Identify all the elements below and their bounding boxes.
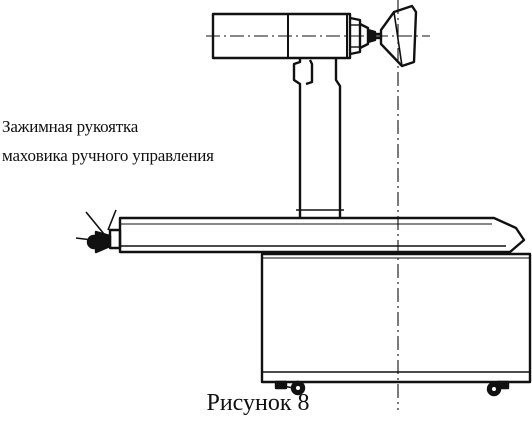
callout-line-2: маховика ручного управления xyxy=(2,146,214,165)
column xyxy=(292,58,344,218)
caster-right xyxy=(486,380,510,397)
figure-caption-text: Рисунок 8 xyxy=(206,390,310,416)
callout-line-1: Зажимная рукоятка xyxy=(2,117,139,136)
base-cabinet xyxy=(260,252,532,384)
caster-left xyxy=(274,380,306,396)
handwheel xyxy=(75,209,122,254)
table xyxy=(118,216,526,254)
grinding-wheel xyxy=(379,4,418,68)
figure-caption: Рисунок 8 xyxy=(0,390,532,417)
centre-lines xyxy=(206,0,430,410)
